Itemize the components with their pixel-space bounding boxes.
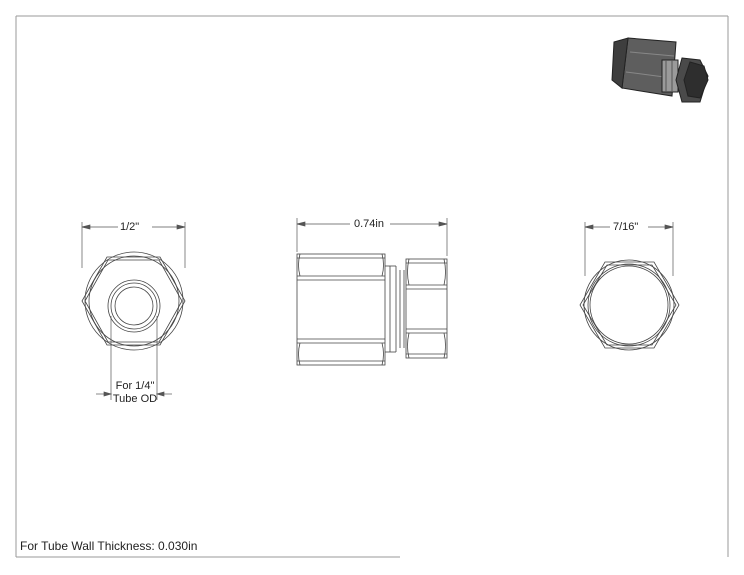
right-width-dimension (584, 222, 674, 276)
left-width-label: 1/2" (120, 221, 140, 233)
overall-length-label: 0.74in (354, 218, 384, 230)
right-width-label: 7/16" (613, 221, 639, 233)
tube-od-line1: For 1/4" (115, 380, 155, 392)
side-profile-view (296, 253, 448, 366)
sheet-border (15, 15, 729, 558)
tube-od-dimension (96, 316, 172, 400)
right-end-view (579, 259, 680, 351)
isometric-thumbnail (611, 37, 709, 103)
overall-length-dimension (296, 218, 448, 256)
tube-od-line2: Tube OD (112, 393, 158, 405)
left-width-dimension (81, 222, 186, 268)
left-end-view (81, 251, 186, 351)
wall-thickness-note: For Tube Wall Thickness: 0.030in (20, 539, 198, 553)
tube-od-callout: For 1/4" Tube OD (105, 380, 165, 406)
